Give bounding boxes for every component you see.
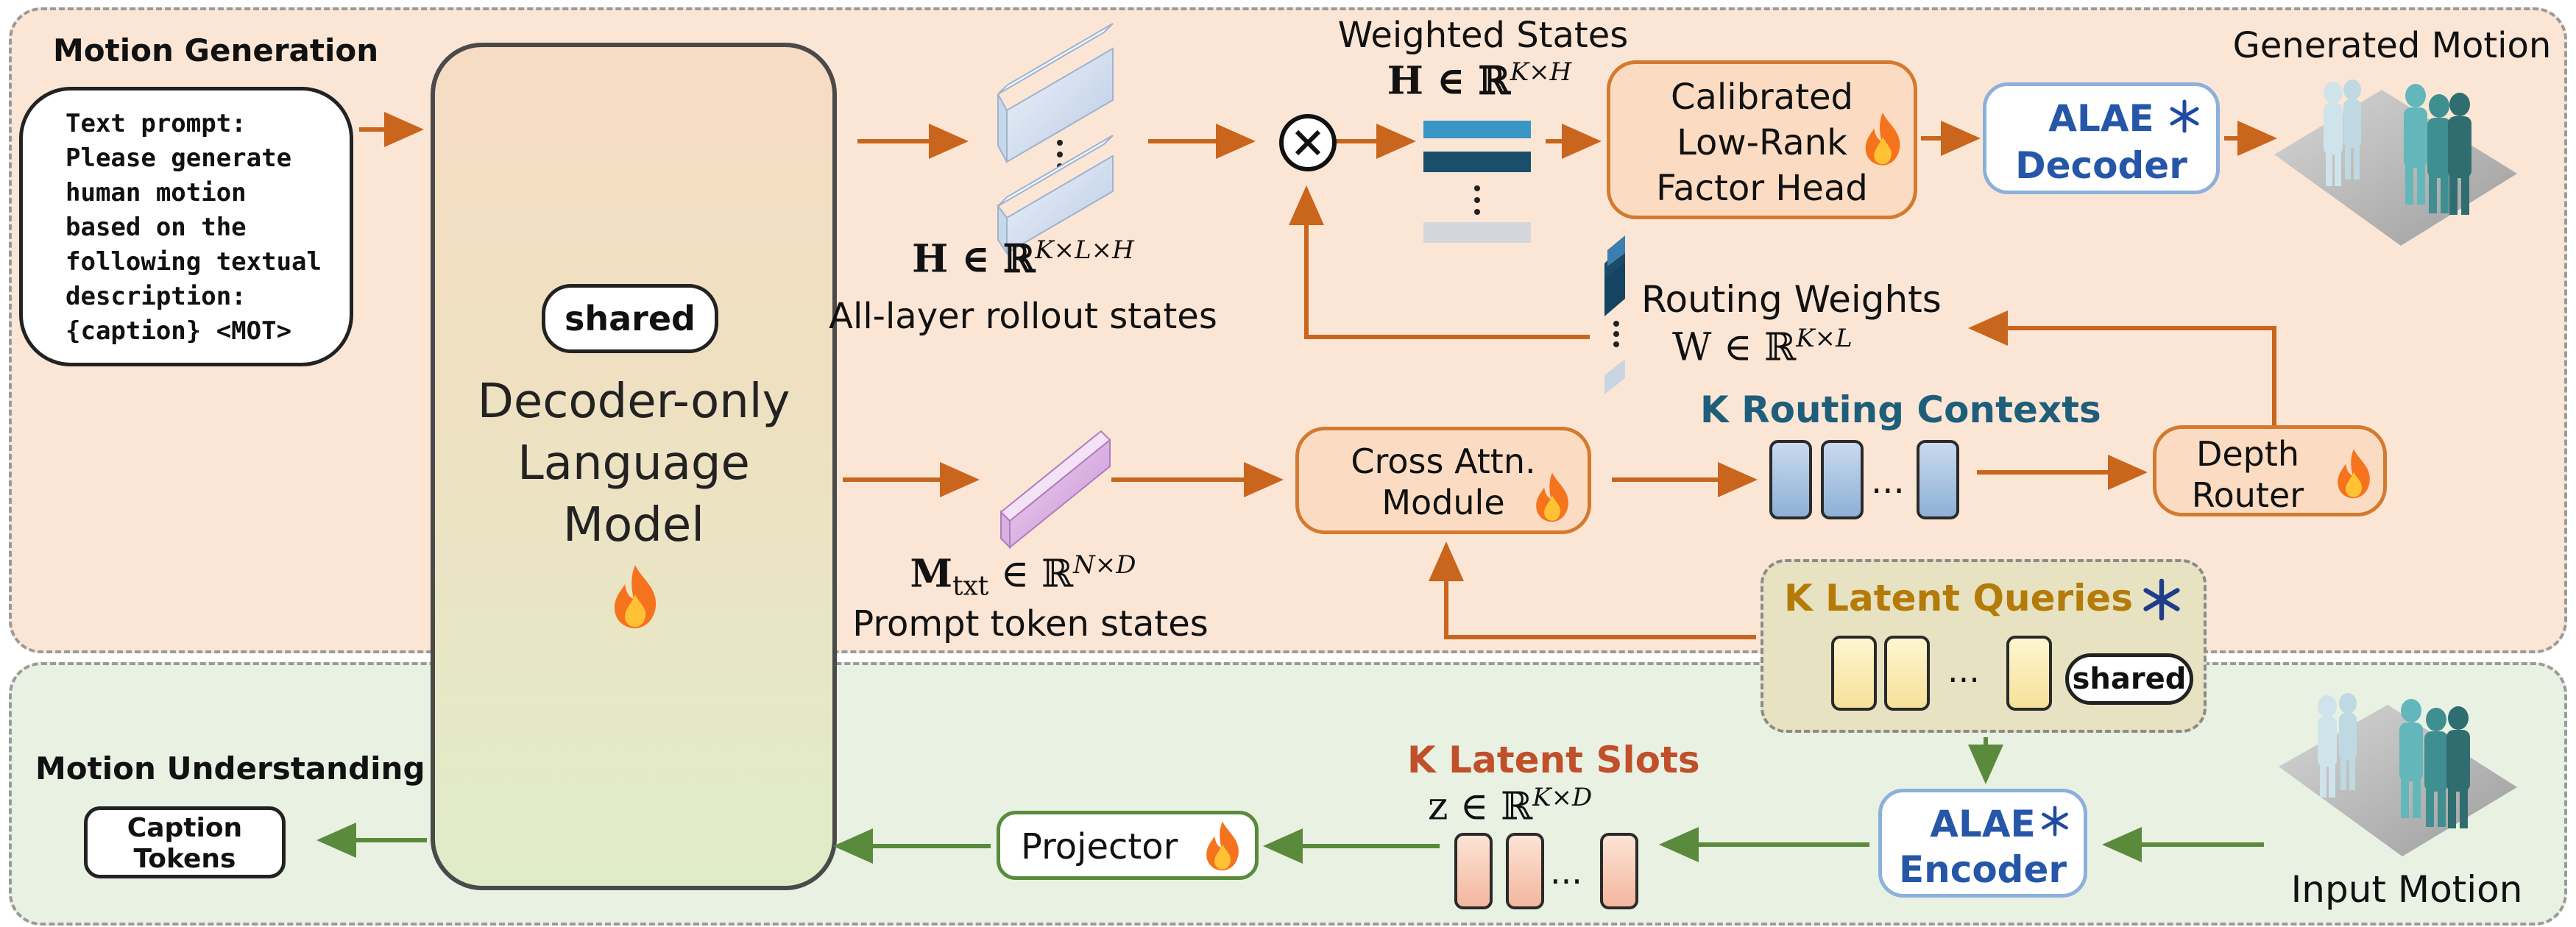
- prompt-math-sup: N×D: [1073, 550, 1136, 580]
- cross-attn-line: Cross Attn.: [1351, 441, 1536, 481]
- factor-head-line: Factor Head: [1656, 168, 1868, 209]
- alae-encoder-line: ALAE: [1930, 803, 2036, 845]
- alae-decoder-line: Decoder: [2015, 144, 2187, 187]
- latent-slot: [1454, 833, 1493, 909]
- projector-label: Projector: [1021, 826, 1178, 867]
- flame-icon: [2338, 449, 2370, 499]
- alae-decoder-box: ALAE Decoder: [1983, 82, 2220, 194]
- decoder-only-language-model: shared Decoder-only Language Model: [431, 43, 837, 890]
- depth-router-line: Router: [2191, 475, 2304, 515]
- motion-generation-label: Motion Generation: [53, 32, 379, 68]
- weighted-math-sup: K×H: [1510, 57, 1572, 87]
- caption-tokens-line: Caption: [127, 813, 243, 843]
- routing-context-slot: [1821, 440, 1864, 519]
- prompt-math-sub: txt: [952, 571, 989, 602]
- flame-icon: [1865, 113, 1900, 166]
- routing-context-slot: [1917, 440, 1959, 519]
- routing-weights-title: Routing Weights: [1641, 278, 1942, 321]
- latent-query-slot: [1884, 636, 1930, 711]
- prompt-line: human motion: [66, 178, 247, 207]
- weighted-states-bars: [1423, 121, 1531, 243]
- caption-tokens-box: Caption Tokens: [84, 806, 286, 878]
- text-prompt-box: Text prompt: Please generate human motio…: [19, 87, 353, 366]
- prompt-states-slab: [999, 430, 1111, 550]
- latent-queries-title: K Latent Queries: [1784, 577, 2133, 619]
- prompt-line: following textual: [66, 247, 322, 277]
- flame-icon: [615, 565, 657, 628]
- factor-head-line: Low-Rank: [1677, 122, 1847, 163]
- caption-tokens-line: Tokens: [133, 844, 236, 874]
- rollout-states-label: All-layer rollout states: [829, 296, 1217, 337]
- routing-weights-math: W ∈ ℝK×L: [1672, 324, 1922, 369]
- prompt-line: description:: [66, 282, 247, 311]
- weighting-operator-icon: [1279, 114, 1337, 171]
- latent-query-slot: [1831, 636, 1877, 711]
- prompt-line: based on the: [66, 213, 247, 242]
- prompt-line: {caption} <MOT>: [66, 316, 292, 346]
- rollout-states-stack: [997, 23, 1114, 256]
- routing-math-sup: K×L: [1796, 324, 1853, 353]
- slots-math-sup: K×D: [1532, 783, 1593, 812]
- snowflake-icon: [2042, 806, 2068, 837]
- motion-understanding-label: Motion Understanding: [35, 750, 425, 786]
- alae-decoder-line: ALAE: [2048, 97, 2154, 140]
- routing-contexts-title: K Routing Contexts: [1700, 388, 2101, 431]
- snowflake-icon: [2143, 578, 2180, 621]
- weighted-states-math: H ∈ ℝK×H: [1340, 57, 1619, 103]
- latent-queries-box: K Latent Queries ... shared: [1761, 559, 2207, 733]
- depth-router-box: Depth Router: [2153, 425, 2387, 516]
- projector-box: Projector: [997, 811, 1259, 880]
- routing-weights-stack: [1604, 235, 1625, 394]
- cross-attn-line: Module: [1381, 483, 1505, 522]
- prompt-line: Text prompt:: [66, 109, 247, 138]
- latent-queries-ellipsis: ...: [1947, 650, 1980, 690]
- latent-slot: [1506, 833, 1544, 909]
- factor-head-box: Calibrated Low-Rank Factor Head: [1607, 60, 1917, 219]
- routing-contexts-ellipsis: ...: [1871, 461, 1905, 502]
- routing-context-slot: [1769, 440, 1812, 519]
- alae-encoder-box: ALAE Encoder: [1878, 789, 2087, 898]
- latent-query-slot: [2006, 636, 2052, 711]
- generated-motion-figure: [2274, 79, 2517, 246]
- weighted-math-base: H ∈ ℝ: [1387, 58, 1510, 104]
- lm-title-line: Language: [517, 436, 750, 491]
- arrow-router-to-weights: [1968, 310, 2276, 425]
- snowflake-icon: [2170, 99, 2199, 133]
- rollout-math-base: H ∈ ℝ: [912, 236, 1036, 282]
- generated-motion-label: Generated Motion: [2232, 25, 2552, 66]
- arrow-weights-to-weighting: [1289, 185, 1590, 339]
- depth-router-line: Depth: [2195, 434, 2300, 474]
- prompt-math-base: M: [910, 551, 953, 597]
- weighted-states-title: Weighted States: [1337, 15, 1629, 56]
- cross-attn-module-box: Cross Attn. Module: [1295, 427, 1591, 534]
- lm-title-line: Decoder-only: [477, 374, 790, 429]
- shared-badge: shared: [542, 284, 718, 353]
- latent-slots-math: z ∈ ℝK×D: [1428, 783, 1663, 828]
- flame-icon: [1536, 472, 1568, 522]
- flame-icon: [1206, 821, 1239, 871]
- prompt-line: Please generate: [66, 143, 292, 173]
- routing-math-base: W ∈ ℝ: [1672, 325, 1797, 370]
- rollout-math-sup: K×L×H: [1035, 235, 1134, 265]
- latent-queries-shared-badge: shared: [2065, 653, 2193, 705]
- arrow-queries-to-cross-attn: [1429, 541, 1756, 639]
- prompt-states-math: Mtxt ∈ ℝN×D: [868, 550, 1178, 602]
- latent-slots-ellipsis: ...: [1550, 852, 1582, 892]
- input-motion-label: Input Motion: [2290, 868, 2523, 911]
- latent-slots-title: K Latent Slots: [1407, 739, 1700, 781]
- prompt-states-label: Prompt token states: [852, 603, 1209, 644]
- alae-encoder-line: Encoder: [1898, 848, 2067, 891]
- rollout-states-math: H ∈ ℝK×L×H: [868, 235, 1178, 281]
- lm-title-line: Model: [562, 498, 705, 553]
- input-motion-figure: [2279, 693, 2517, 856]
- prompt-math-rest: ∈ ℝ: [988, 552, 1074, 597]
- latent-slot: [1600, 833, 1638, 909]
- slots-math-base: z ∈ ℝ: [1428, 784, 1533, 829]
- factor-head-line: Calibrated: [1670, 77, 1854, 118]
